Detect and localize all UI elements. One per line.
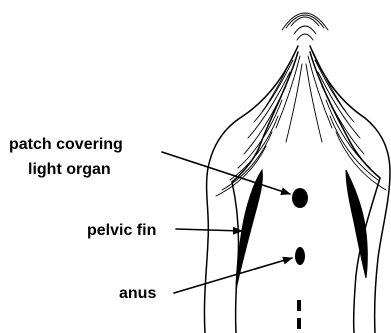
label-pelvic-fin: pelvic fin — [87, 222, 156, 239]
anal-fin-marks — [297, 300, 301, 329]
pelvic-fins — [236, 170, 367, 290]
pelvic-fin-left — [236, 170, 262, 290]
leader-anus — [174, 258, 292, 293]
leader-lines — [162, 152, 292, 293]
snout-arcs — [282, 13, 328, 40]
label-patch-line1: patch covering — [9, 136, 123, 153]
pelvic-fin-right — [346, 170, 367, 278]
label-anus: anus — [119, 285, 156, 302]
anus-mark — [295, 247, 305, 265]
leader-pelvic-fin — [176, 229, 242, 231]
label-patch-line2: light organ — [28, 161, 111, 178]
light-organ-patch — [292, 188, 308, 208]
